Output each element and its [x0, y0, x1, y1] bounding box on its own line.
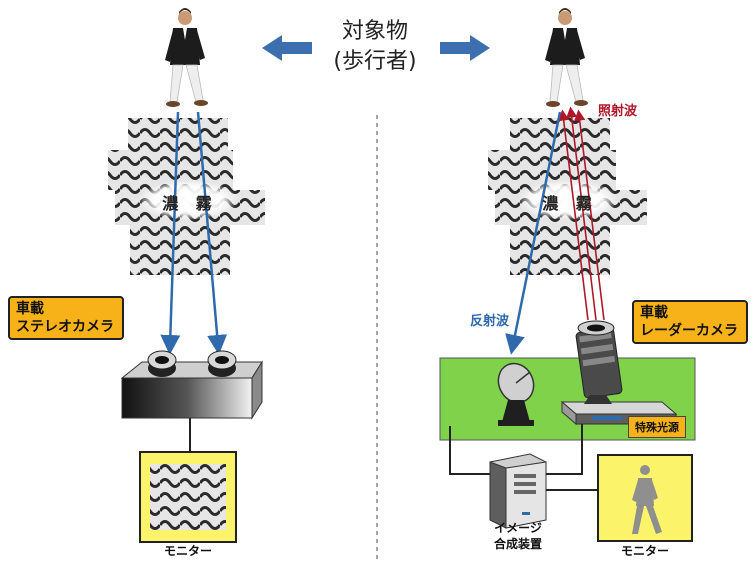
special-light-source-tag: 特殊光源 — [628, 416, 686, 438]
radar-camera-icon — [560, 320, 678, 426]
fog-icon — [488, 118, 647, 275]
reflected-wave-label: 反射波 — [470, 314, 510, 329]
stereo-badge-line1: 車載 — [16, 301, 44, 317]
fog-label-left: 濃 霧 — [162, 194, 218, 213]
image-synth-line2: 合成装置 — [493, 537, 542, 551]
stereo-camera-badge: 車載 ステレオカメラ — [8, 296, 124, 340]
computer-tower-icon — [489, 453, 547, 529]
arrow-left-icon — [262, 35, 312, 61]
fog-label-right: 濃 霧 — [542, 194, 598, 213]
monitor-label-right: モニター — [620, 544, 669, 558]
reflected-ray-left — [160, 111, 181, 355]
title-line-1: 対象物 — [341, 19, 408, 44]
title-line-2: (歩行者) — [333, 49, 417, 74]
walking-silhouette-icon — [632, 465, 662, 534]
satellite-dish-icon — [497, 362, 535, 426]
monitor-right — [597, 454, 693, 542]
irradiation-wave-label: 照射波 — [598, 104, 638, 119]
monitor-label-left: モニター — [163, 544, 212, 558]
radar-badge-line2: レーダーカメラ — [640, 323, 738, 339]
irradiation-rays — [558, 106, 605, 321]
pedestrian-icon — [165, 8, 208, 107]
pedestrian-icon — [545, 8, 588, 107]
reflected-ray — [505, 111, 562, 355]
radar-badge-line1: 車載 — [640, 305, 668, 321]
cables — [449, 424, 598, 491]
stereo-badge-line2: ステレオカメラ — [16, 319, 114, 335]
image-synth-label: イメージ 合成装置 — [478, 520, 558, 552]
radar-camera-badge: 車載 レーダーカメラ — [632, 300, 748, 344]
reflected-ray-right — [196, 111, 228, 355]
stereo-camera-icon — [120, 350, 263, 420]
image-synth-line1: イメージ — [494, 521, 542, 535]
monitor-left — [139, 451, 237, 543]
fog-icon — [108, 118, 265, 275]
arrow-right-icon — [440, 35, 490, 61]
